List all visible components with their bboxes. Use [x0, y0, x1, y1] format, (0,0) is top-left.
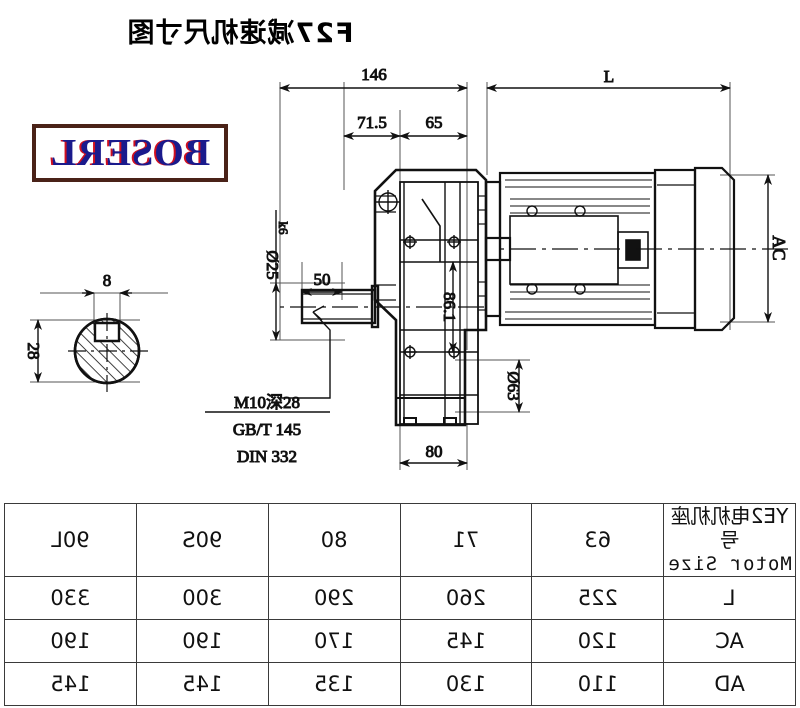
table-row: L 225 260 290 300 330: [4, 576, 796, 620]
dim-key8-label: 8: [103, 271, 112, 290]
cell-L-63: 225: [531, 576, 664, 620]
note-m10-label: M10深28: [234, 393, 300, 412]
technical-drawing: L 146 65 71.5 AC: [24, 65, 790, 470]
table-row: AD 110 130 135 145 145: [4, 662, 796, 706]
table-row: AC 120 145 170 190 190: [4, 619, 796, 663]
dim-AC-label: AC: [769, 235, 789, 260]
cell-AD-80: 135: [268, 662, 401, 706]
dim-65-label: 65: [426, 113, 443, 132]
dim-80-label: 80: [426, 442, 443, 461]
motor-size-90s: 90S: [136, 503, 269, 577]
cell-L-71: 260: [400, 576, 532, 620]
dim-shaft28-label: 28: [24, 343, 43, 360]
dim-86_1-label: 86.1: [440, 292, 459, 322]
dim-146-label: 146: [361, 65, 387, 84]
note-din332-label: DIN 332: [237, 447, 297, 466]
table-header-motor-size: YE2电机机座号 Motor Size: [663, 503, 796, 577]
cell-L-80: 290: [268, 576, 401, 620]
cell-L-90l: 330: [4, 576, 137, 620]
cell-AD-63: 110: [531, 662, 664, 706]
table-header-row: YE2电机机座号 Motor Size 63 71 80 90S 90L: [4, 503, 796, 577]
dim-25k6-label: Ø25: [263, 250, 282, 279]
motor-size-table: YE2电机机座号 Motor Size 63 71 80 90S 90L L 2…: [4, 503, 796, 706]
cell-AC-71: 145: [400, 619, 532, 663]
cell-L-90s: 300: [136, 576, 269, 620]
cell-AD-71: 130: [400, 662, 532, 706]
row-label-AC: AC: [663, 619, 796, 663]
cell-AC-90l: 190: [4, 619, 137, 663]
row-label-AD: AD: [663, 662, 796, 706]
cell-AC-80: 170: [268, 619, 401, 663]
motor-size-90l: 90L: [4, 503, 137, 577]
row-label-L: L: [663, 576, 796, 620]
table-header-cn: YE2电机机座号: [670, 504, 789, 553]
dim-50-label: 50: [314, 270, 331, 289]
dim-25k6-tolerance: k6: [276, 222, 291, 236]
motor-size-80: 80: [268, 503, 401, 577]
cell-AC-63: 120: [531, 619, 664, 663]
note-gbt145-label: GB/T 145: [233, 420, 301, 439]
motor-size-71: 71: [400, 503, 532, 577]
motor-size-63: 63: [531, 503, 664, 577]
dim-71_5-label: 71.5: [357, 113, 387, 132]
dim-L-label: L: [604, 67, 614, 86]
table-header-en: Motor Size: [667, 552, 792, 575]
cell-AC-90s: 190: [136, 619, 269, 663]
cell-AD-90s: 145: [136, 662, 269, 706]
dim-63-label: Ø63: [504, 371, 523, 400]
cell-AD-90l: 145: [4, 662, 137, 706]
